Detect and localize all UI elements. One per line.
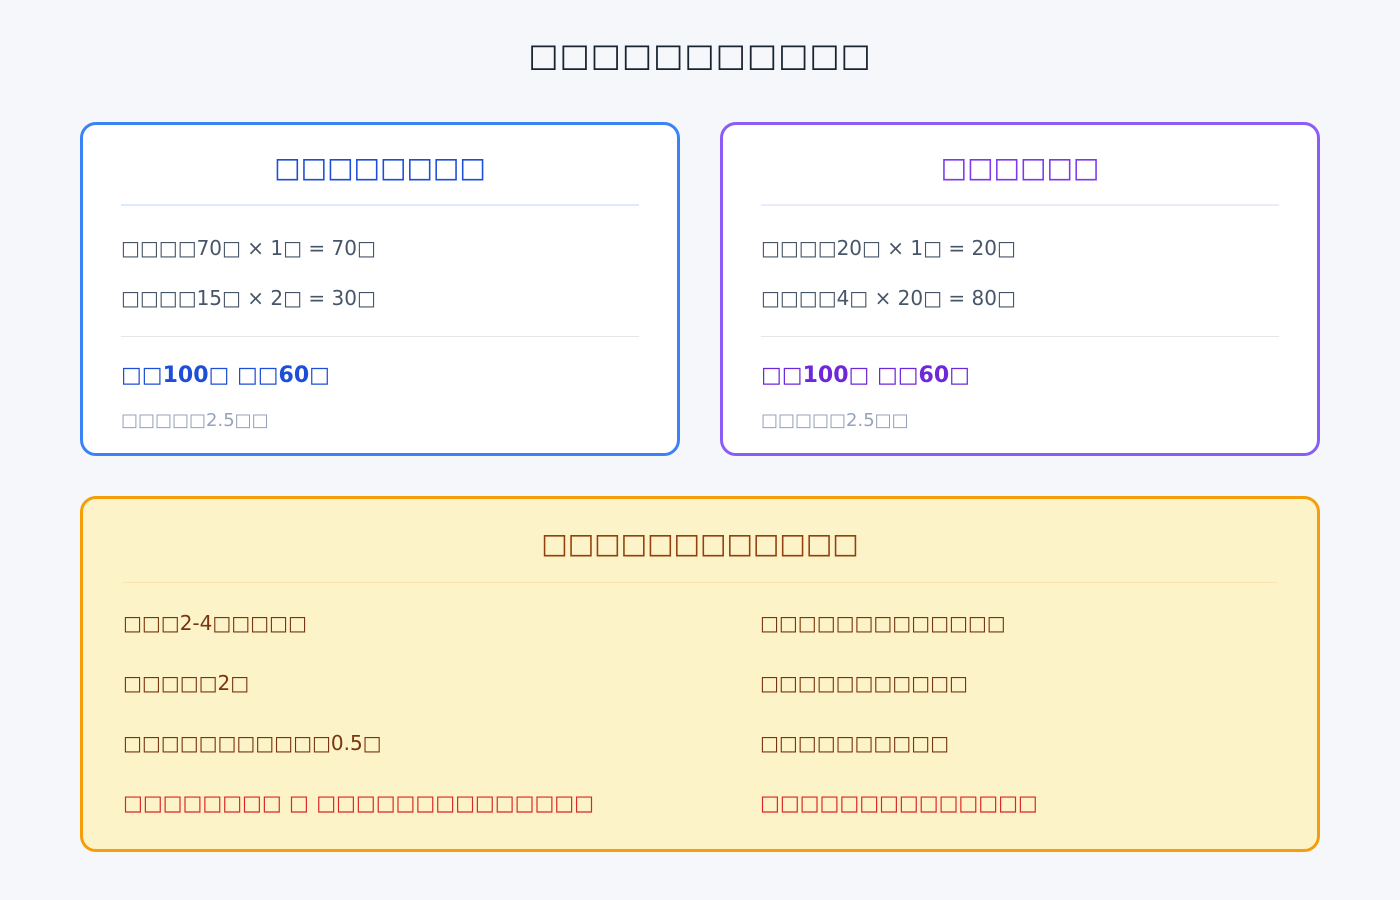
- summary-card: □□□□□□□□□□□□ □□□2-4□□□□□ □□□□□2□ □□□□□□□…: [80, 496, 1320, 852]
- header-divider: [121, 204, 639, 206]
- summary-right-column: □□□□□□□□□□□□□ □□□□□□□□□□□ □□□□□□□□□□ □□□…: [760, 611, 1277, 815]
- header-divider: [761, 204, 1279, 206]
- summary-left-column: □□□2-4□□□□□ □□□□□2□ □□□□□□□□□□□0.5□ □□□□…: [123, 611, 640, 815]
- summary-highlight-line: □□□□□□□□ □ □□□□□□□□□□□□□□: [123, 791, 594, 815]
- summary-card-title: □□□□□□□□□□□□: [541, 527, 859, 560]
- summary-highlight-line: □□□□□□□□□□□□□□: [760, 791, 1038, 815]
- summary-line: □□□□□□□□□□: [760, 731, 949, 755]
- header-divider: [123, 582, 1277, 583]
- page-title: □□□□□□□□□□□: [528, 36, 872, 74]
- result-line: □□100□ □□60□: [121, 363, 330, 388]
- section-divider: [761, 336, 1279, 337]
- summary-grid: □□□2-4□□□□□ □□□□□2□ □□□□□□□□□□□0.5□ □□□□…: [123, 611, 1277, 815]
- calc-line: □□□□4□ × 20□ = 80□: [761, 286, 1016, 310]
- calc-card-blue: □□□□□□□□ □□□□70□ × 1□ = 70□ □□□□15□ × 2□…: [80, 122, 680, 456]
- note-line: □□□□□2.5□□: [121, 410, 269, 431]
- summary-line: □□□□□□□□□□□□□: [760, 611, 1006, 635]
- calc-line: □□□□70□ × 1□ = 70□: [121, 236, 376, 260]
- calc-line: □□□□15□ × 2□ = 30□: [121, 286, 376, 310]
- calc-line: □□□□20□ × 1□ = 20□: [761, 236, 1016, 260]
- section-divider: [121, 336, 639, 337]
- calc-card-purple: □□□□□□ □□□□20□ × 1□ = 20□ □□□□4□ × 20□ =…: [720, 122, 1320, 456]
- summary-line: □□□□□□□□□□□0.5□: [123, 731, 382, 755]
- result-line: □□100□ □□60□: [761, 363, 970, 388]
- calc-card-purple-title: □□□□□□: [940, 151, 1100, 184]
- summary-line: □□□□□□□□□□□: [760, 671, 968, 695]
- calc-card-blue-title: □□□□□□□□: [274, 151, 486, 184]
- calc-cards-row: □□□□□□□□ □□□□70□ × 1□ = 70□ □□□□15□ × 2□…: [80, 122, 1320, 456]
- note-line: □□□□□2.5□□: [761, 410, 909, 431]
- summary-line: □□□□□2□: [123, 671, 250, 695]
- summary-line: □□□2-4□□□□□: [123, 611, 307, 635]
